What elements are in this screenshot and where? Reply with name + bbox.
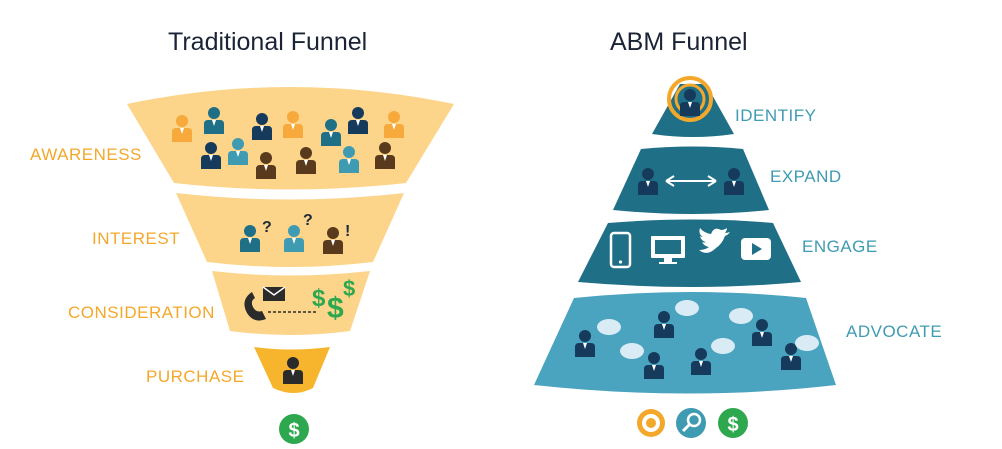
svg-text:$: $ <box>343 276 355 301</box>
double-arrow-icon <box>665 175 717 187</box>
svg-text:$: $ <box>727 414 738 436</box>
speech-bubble-icon <box>795 335 819 351</box>
speech-bubble-icon <box>620 343 644 359</box>
exclamation-mark: ! <box>345 223 350 240</box>
speech-bubble-icon <box>675 300 699 316</box>
speech-bubble-icon <box>597 319 621 335</box>
stage-label-interest: INTEREST <box>92 229 181 248</box>
envelope-icon <box>262 286 286 301</box>
svg-text:$: $ <box>327 292 344 325</box>
dollar-signs-icon: $ $ $ <box>312 276 355 325</box>
monitor-icon <box>651 236 685 264</box>
stage-label-engage: ENGAGE <box>802 237 878 256</box>
speech-bubble-icon <box>729 308 753 324</box>
traditional-funnel-title: Traditional Funnel <box>168 28 368 56</box>
speech-bubble-icon <box>711 338 735 354</box>
stage-label-identify: IDENTIFY <box>735 106 817 125</box>
stage-label-expand: EXPAND <box>770 167 842 186</box>
stage-label-awareness: AWARENESS <box>30 145 142 164</box>
twitter-icon <box>699 228 730 253</box>
stage-label-advocate: ADVOCATE <box>846 322 943 341</box>
mobile-phone-icon <box>609 231 632 269</box>
speech-bubble-icons <box>597 300 819 359</box>
consideration-segment <box>212 271 370 335</box>
stage-label-consideration: CONSIDERATION <box>68 303 215 322</box>
video-play-icon <box>741 238 771 260</box>
engage-segment <box>578 219 801 287</box>
dollar-icon: $ <box>279 414 309 444</box>
question-mark: ? <box>303 212 313 229</box>
svg-text:$: $ <box>312 285 326 312</box>
question-mark: ? <box>262 219 272 236</box>
search-icon <box>676 408 706 438</box>
dollar-icon: $ <box>718 408 748 438</box>
target-icon <box>637 409 665 437</box>
advocate-segment <box>534 292 836 394</box>
phone-icon <box>244 292 266 321</box>
svg-text:$: $ <box>288 420 299 442</box>
abm-funnel-title: ABM Funnel <box>610 28 748 56</box>
stage-label-purchase: PURCHASE <box>146 367 245 386</box>
